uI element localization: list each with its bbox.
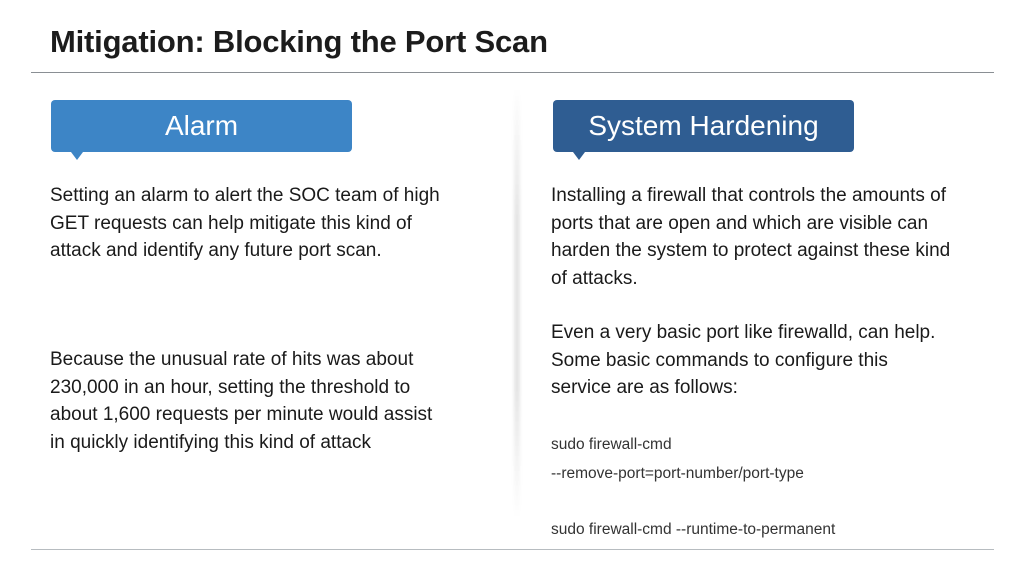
footer-rule [31, 549, 994, 550]
command-1-line-1: sudo firewall-cmd [551, 436, 672, 453]
alarm-paragraph-1: Setting an alarm to alert the SOC team o… [50, 185, 440, 261]
hardening-paragraph-1: Installing a firewall that controls the … [551, 185, 951, 289]
slide-title: Mitigation: Blocking the Port Scan [50, 24, 548, 59]
alarm-paragraph-2: Because the unusual rate of hits was abo… [50, 349, 433, 453]
hardening-paragraph-2: Even a very basic port like firewalld, c… [551, 322, 936, 398]
command-2: sudo firewall-cmd --runtime-to-permanent [551, 521, 836, 538]
command-1-line-2: --remove-port=port-number/port-type [551, 465, 804, 482]
alarm-callout: Alarm [51, 100, 352, 160]
column-divider [514, 88, 520, 518]
system-hardening-callout: System Hardening [553, 100, 854, 160]
title-underline [31, 72, 994, 73]
